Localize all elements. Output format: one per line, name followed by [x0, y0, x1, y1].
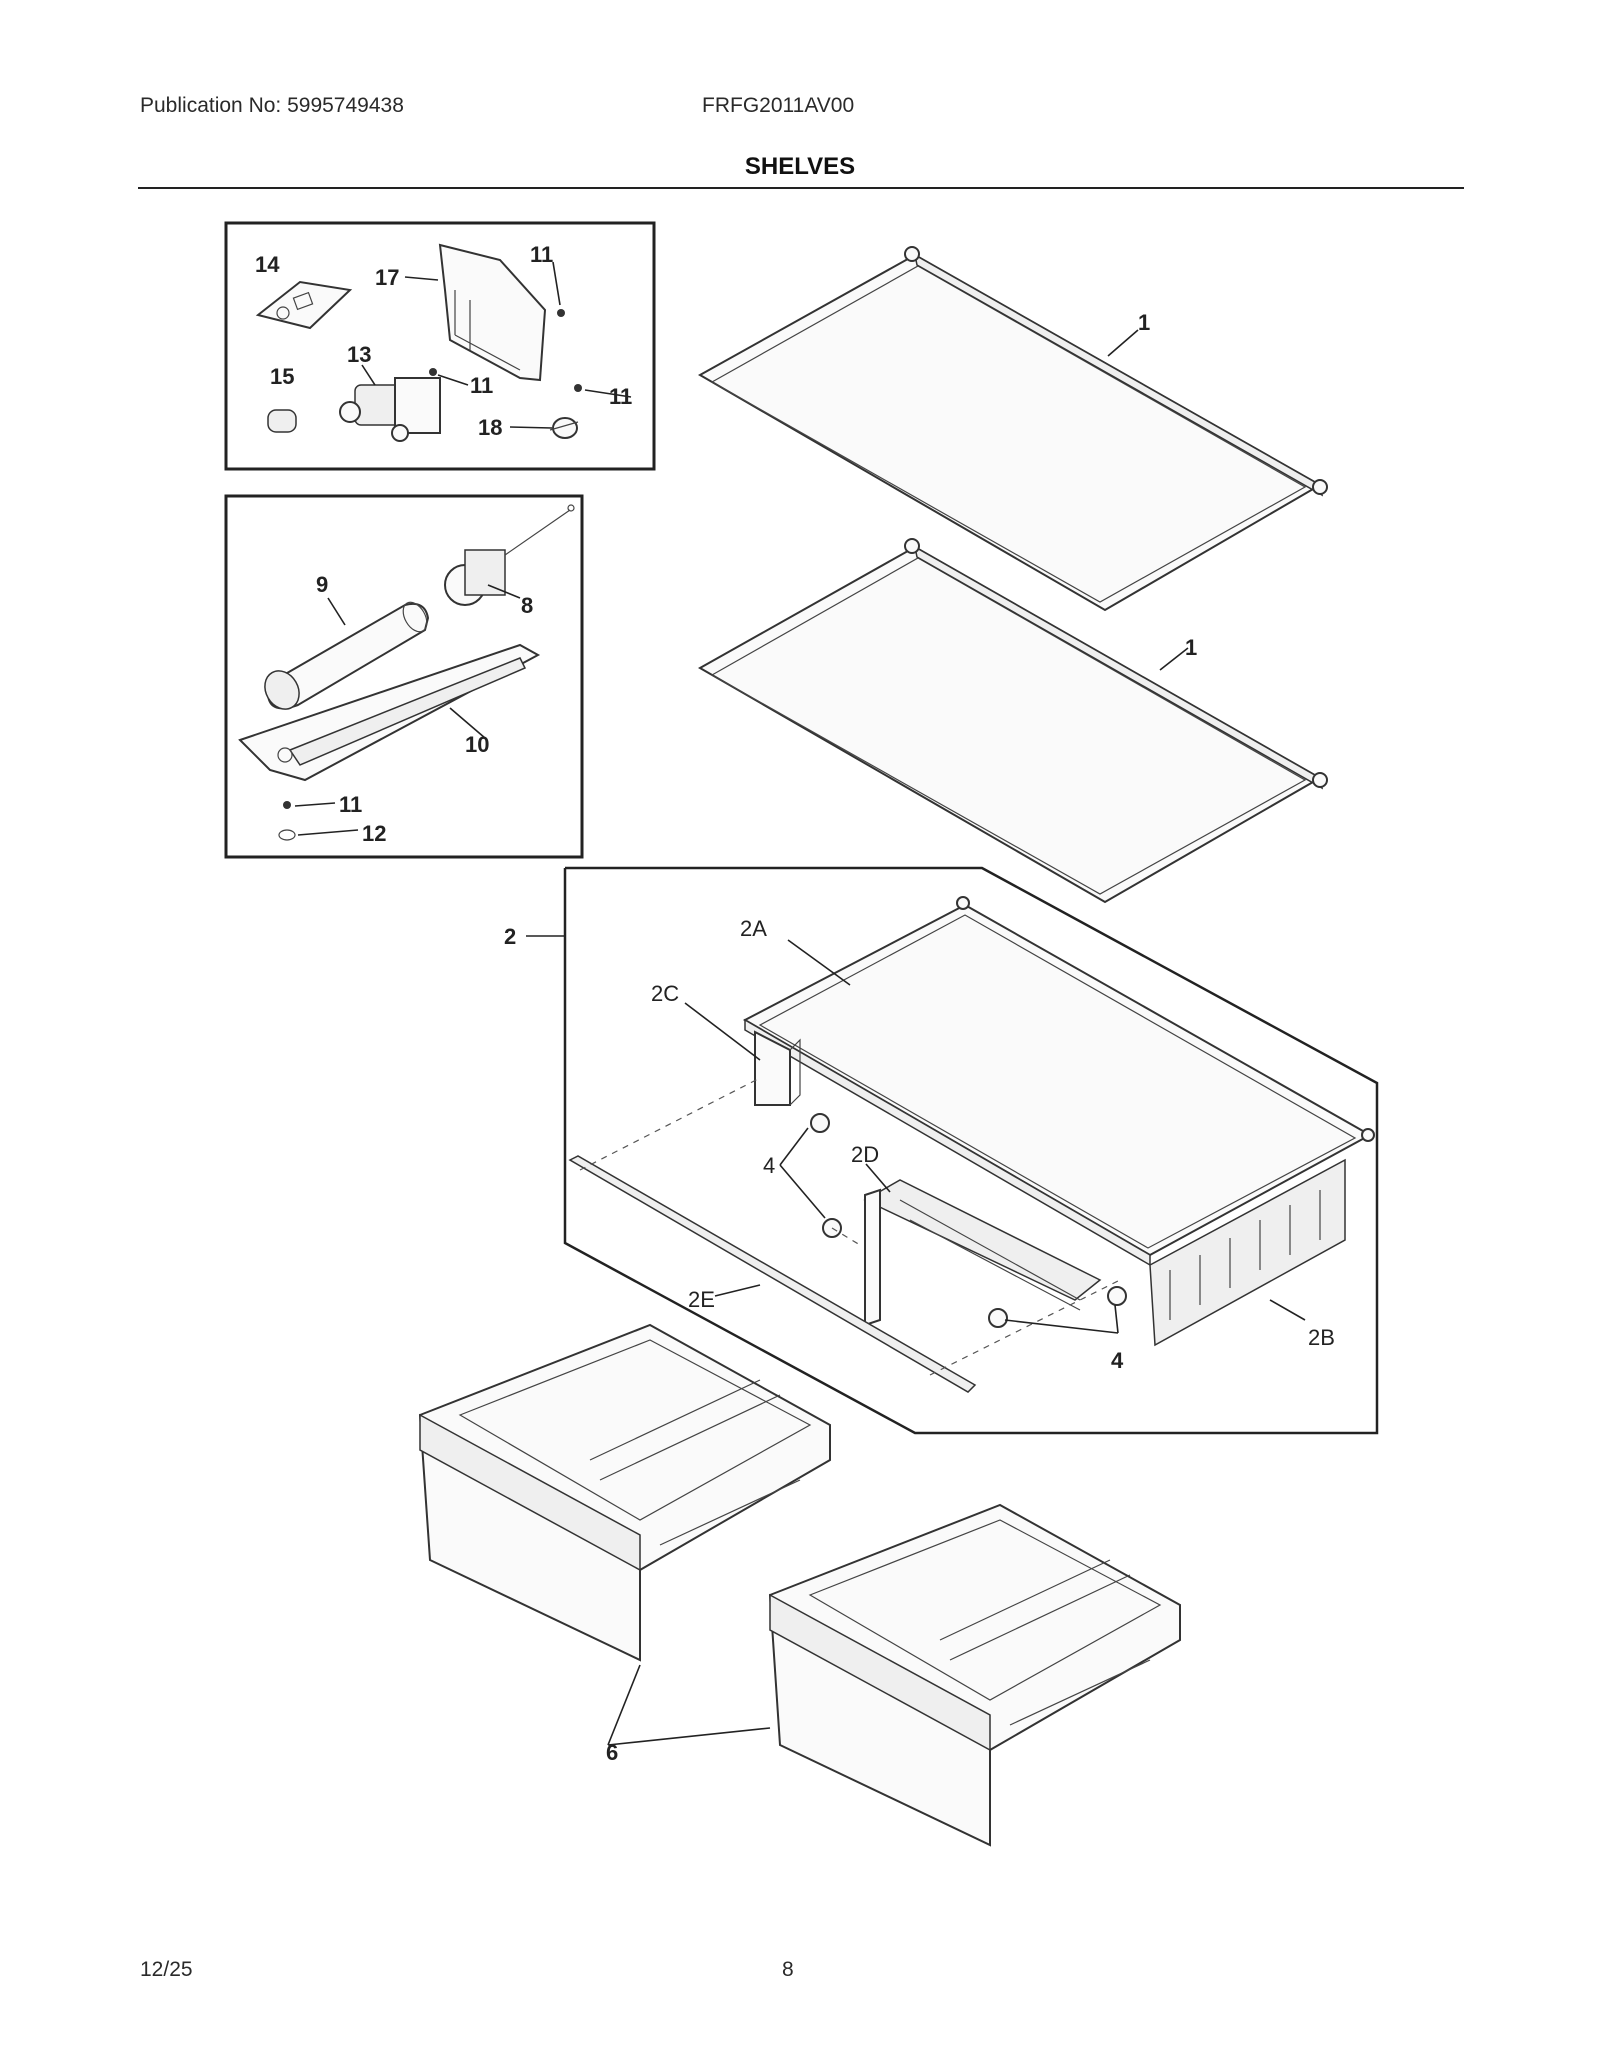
part-9-filter-cartridge: [264, 601, 430, 710]
part-1-glass-shelf-upper: 1: [697, 246, 1328, 612]
part-11-screw: [283, 801, 291, 809]
callout-11-c: 11: [609, 384, 632, 409]
callout-11-b: 11: [470, 373, 493, 398]
inset-valve-assembly: 14 17 11 13 15 11 11 18: [224, 221, 656, 471]
footer-date: 12/25: [140, 1958, 193, 1981]
inset-water-filter: 9 8 10 11 12: [224, 494, 584, 859]
callout-18: 18: [478, 415, 502, 440]
part-10-filter-tray: [238, 643, 541, 782]
part-8-filter-head: [444, 504, 575, 606]
callout-1-a: 1: [1138, 310, 1150, 335]
callout-14: 14: [255, 252, 280, 277]
part-1-glass-shelf-lower: 1: [697, 538, 1328, 904]
part-13-water-valve: [339, 377, 441, 442]
part-15-clip: [267, 409, 297, 433]
callout-2A: 2A: [740, 916, 767, 941]
callout-2: 2: [504, 924, 516, 949]
callout-2D: 2D: [851, 1142, 879, 1167]
part-11-screw: [557, 309, 565, 317]
model-number: FRFG2011AV00: [702, 94, 855, 117]
part-6-crisper-drawer-upper: [418, 1323, 831, 1662]
part-6-crisper-drawer-lower: [768, 1503, 1181, 1847]
header-rule: [138, 187, 1464, 189]
callout-10: 10: [465, 732, 489, 757]
callout-8: 8: [521, 593, 533, 618]
assembly-2-shelf-frame: 2: [504, 866, 1379, 1435]
part-11-screw: [429, 368, 437, 376]
callout-4-b: 4: [1111, 1348, 1124, 1373]
callout-11-d: 11: [339, 792, 362, 817]
part-18-clamp: [549, 417, 579, 439]
part-17-cover: [438, 243, 547, 382]
part-2E-front-trim: [568, 1155, 977, 1393]
part-11-screw: [574, 384, 582, 392]
callout-17: 17: [375, 265, 399, 290]
callout-2B: 2B: [1308, 1325, 1335, 1350]
callout-9: 9: [316, 572, 328, 597]
footer-page-number: 8: [782, 1958, 794, 1981]
callout-12: 12: [362, 821, 386, 846]
callout-11-a: 11: [530, 242, 553, 267]
callout-1-b: 1: [1185, 635, 1197, 660]
callout-15: 15: [270, 364, 294, 389]
part-12-washer: [278, 829, 296, 841]
publication-number: Publication No: 5995749438: [140, 94, 404, 117]
callout-2E: 2E: [688, 1287, 715, 1312]
part-2D-center-support: [863, 1179, 1102, 1327]
callout-13: 13: [347, 342, 371, 367]
part-2A-glass-insert: [742, 896, 1375, 1267]
page-title: SHELVES: [744, 153, 856, 180]
part-2B-side-rail: [1149, 1158, 1346, 1347]
callout-2C: 2C: [651, 981, 679, 1006]
callout-6: 6: [606, 1740, 618, 1765]
callout-4-a: 4: [763, 1153, 775, 1178]
part-14-bracket: [255, 280, 353, 330]
